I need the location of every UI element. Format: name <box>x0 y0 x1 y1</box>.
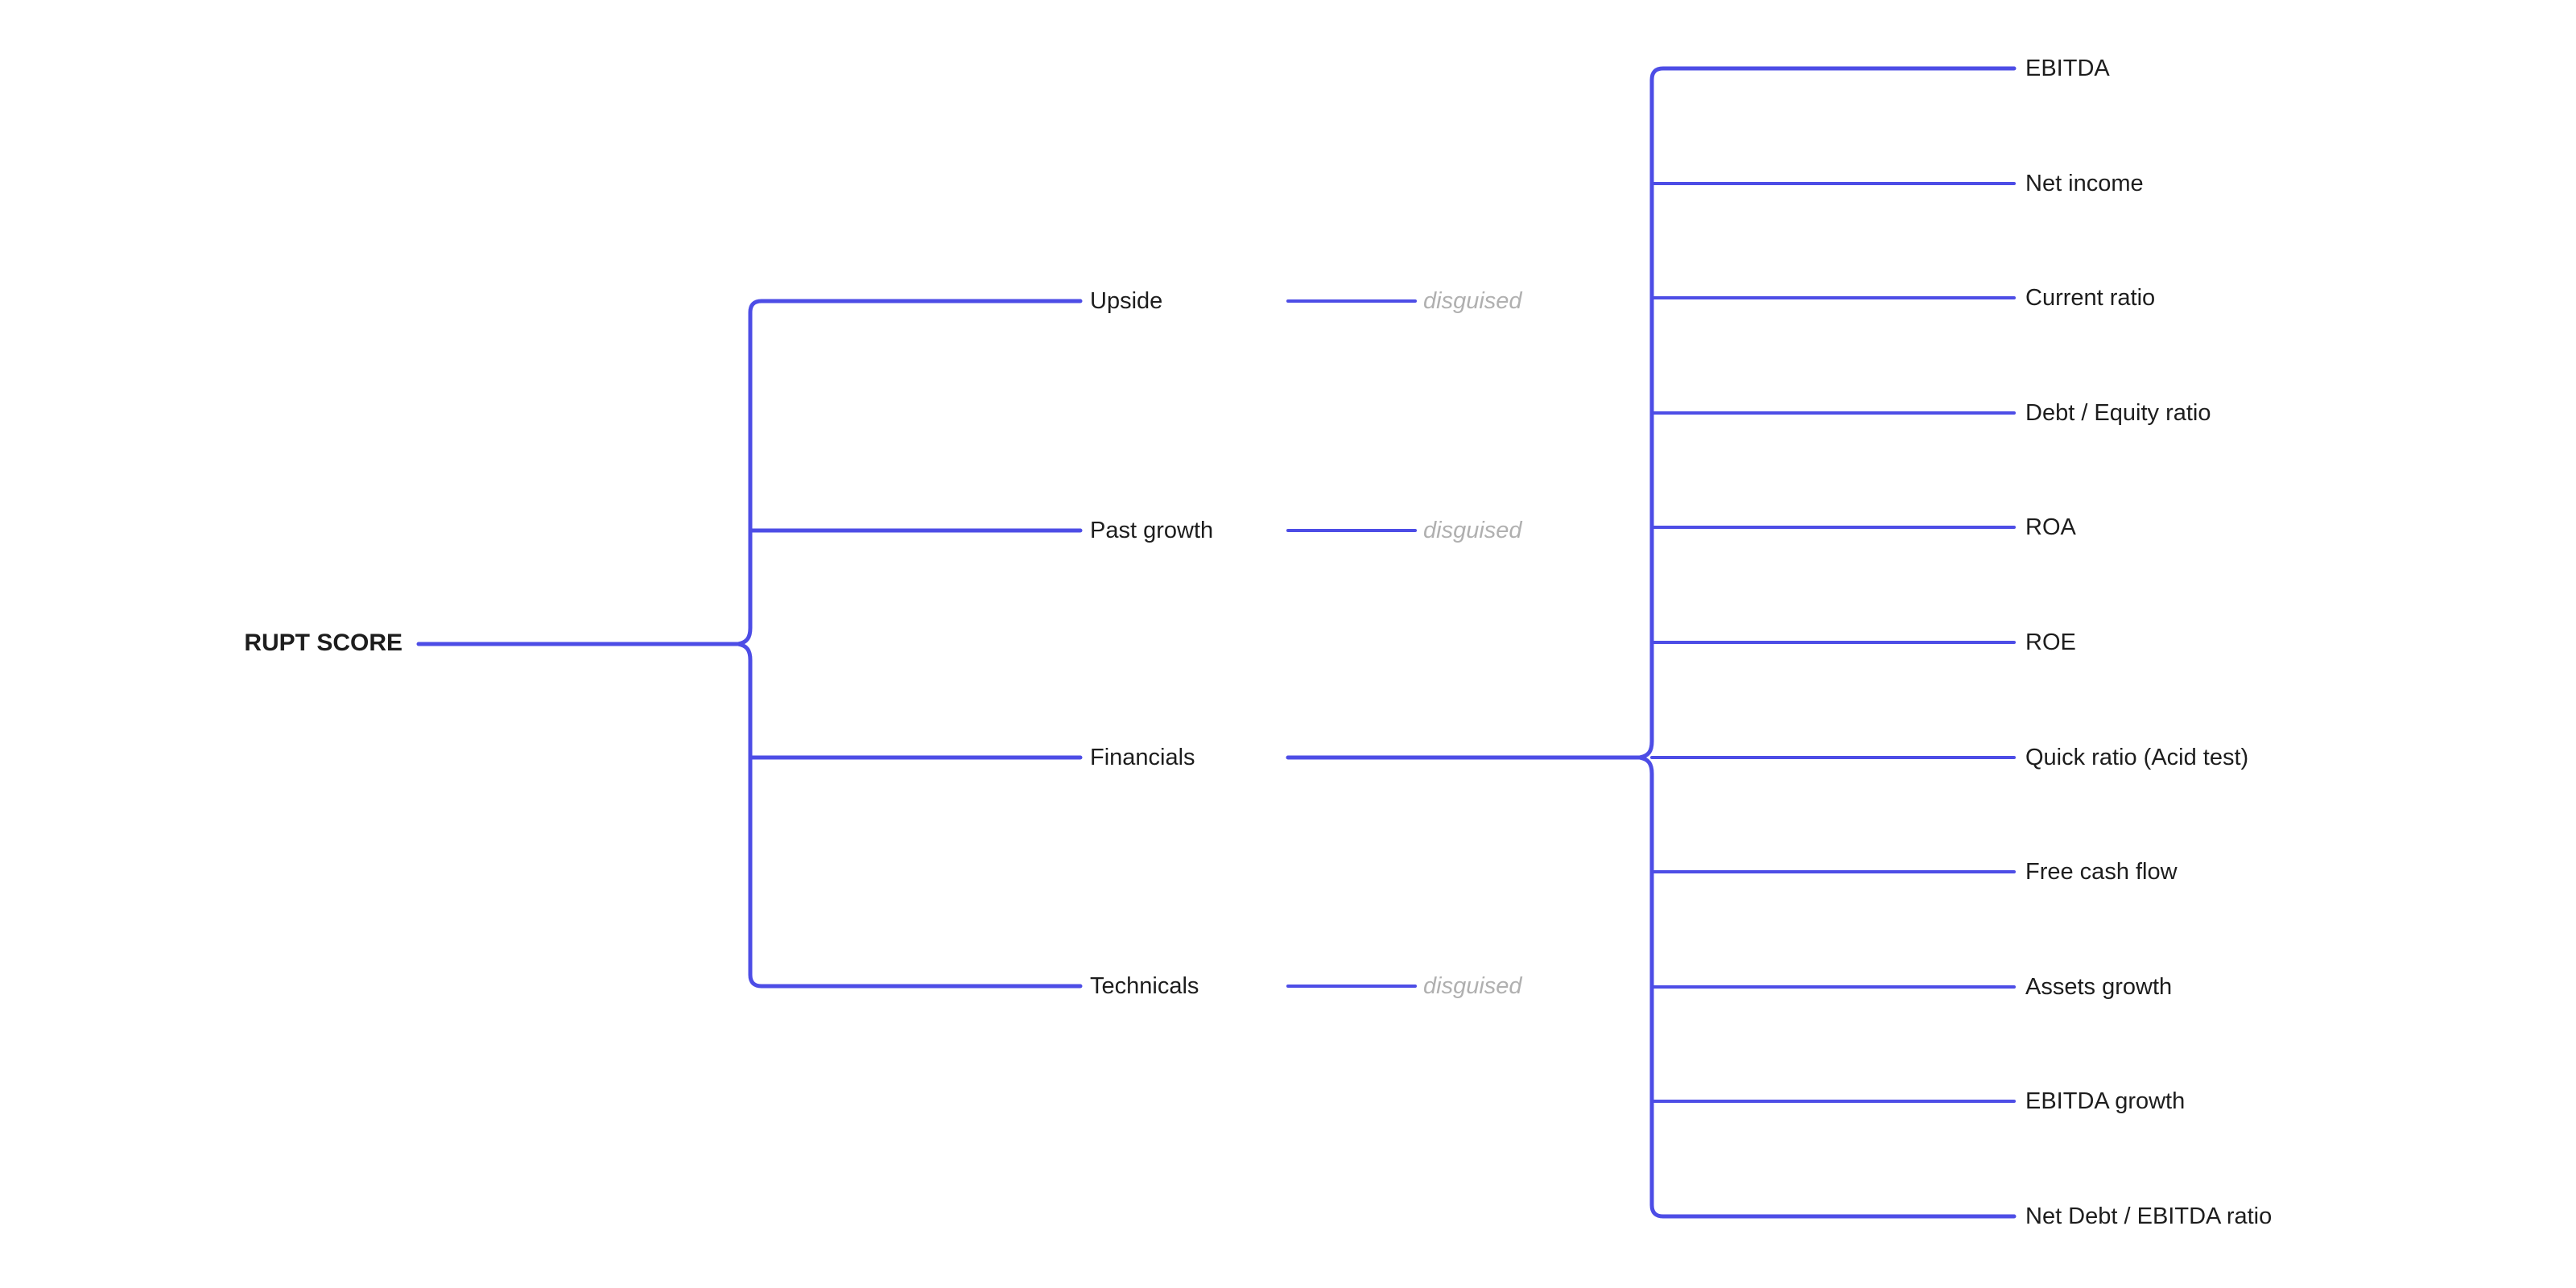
leaf-debt-equity-label[interactable]: Debt / Equity ratio <box>2025 400 2211 426</box>
branch-technicals-label[interactable]: Technicals <box>1090 973 1199 999</box>
leaf-ebitda-growth-label[interactable]: EBITDA growth <box>2025 1088 2186 1114</box>
leaf-net-income-label[interactable]: Net income <box>2025 171 2144 196</box>
leaf-roa-label[interactable]: ROA <box>2025 514 2076 540</box>
branch-past-growth-label[interactable]: Past growth <box>1090 518 1214 543</box>
trunk-level2 <box>1639 66 2017 1219</box>
root-node-label[interactable]: RUPT SCORE <box>244 630 402 656</box>
technicals-disguised-label[interactable]: disguised <box>1423 973 1522 999</box>
leaf-quick-ratio-label[interactable]: Quick ratio (Acid test) <box>2025 745 2249 770</box>
branch-financials-label[interactable]: Financials <box>1090 745 1195 770</box>
leaf-ebitda-label[interactable]: EBITDA <box>2025 56 2110 81</box>
trunk-level1 <box>737 299 1083 989</box>
upside-disguised-label[interactable]: disguised <box>1423 288 1522 314</box>
leaf-free-cash-flow-label[interactable]: Free cash flow <box>2025 859 2178 885</box>
leaf-net-debt-ebitda-label[interactable]: Net Debt / EBITDA ratio <box>2025 1203 2273 1229</box>
leaf-roe-label[interactable]: ROE <box>2025 630 2076 655</box>
past-growth-disguised-label[interactable]: disguised <box>1423 518 1522 543</box>
branch-upside-label[interactable]: Upside <box>1090 288 1163 314</box>
leaf-assets-growth-label[interactable]: Assets growth <box>2025 974 2173 1000</box>
leaf-current-ratio-label[interactable]: Current ratio <box>2025 285 2156 311</box>
